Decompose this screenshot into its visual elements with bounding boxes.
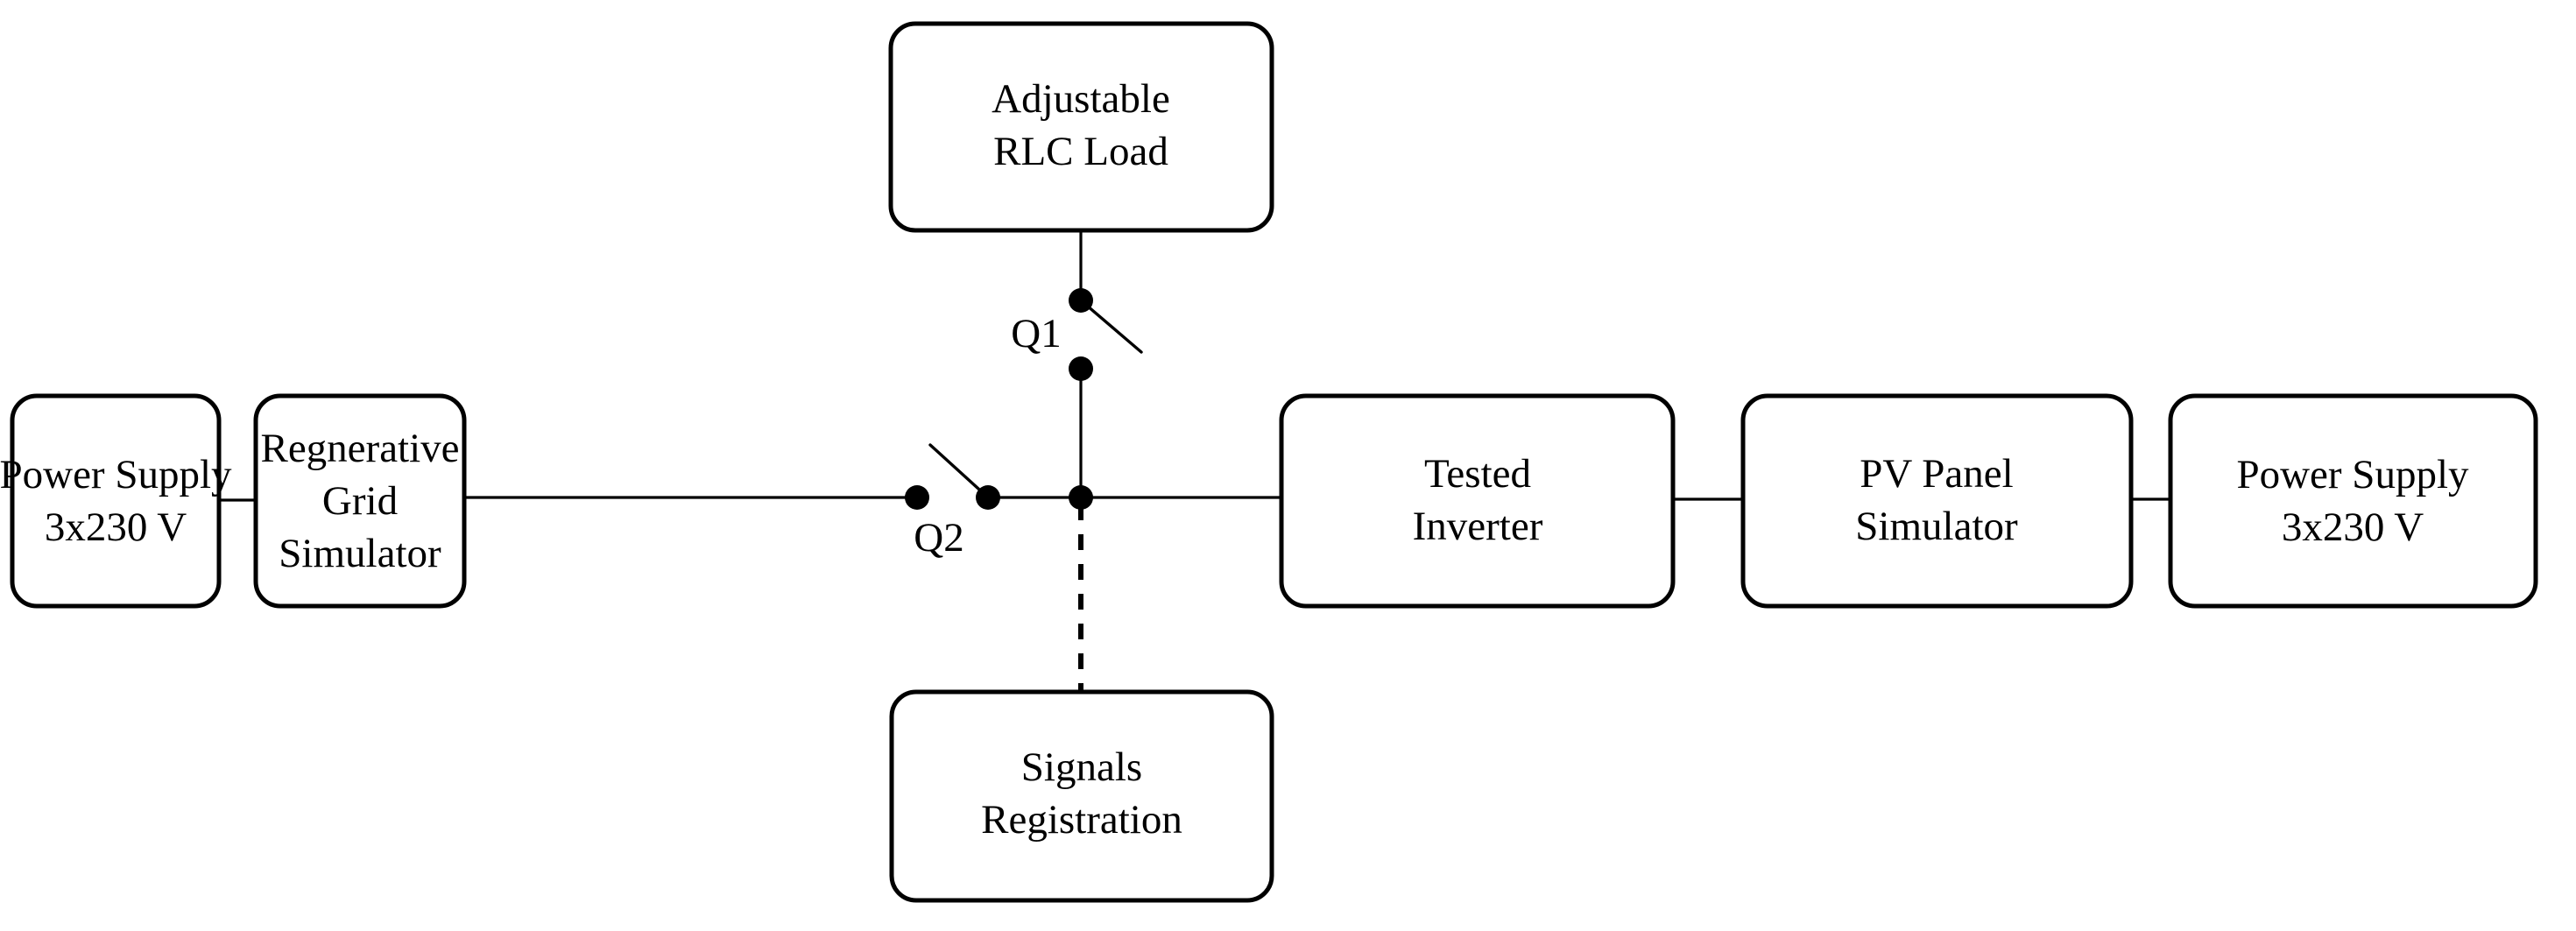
block-signals-registration-line2: Registration — [981, 797, 1182, 843]
block-tested-inverter-line1: Tested — [1424, 451, 1531, 497]
block-power-supply-right[interactable]: Power Supply 3x230 V — [2168, 393, 2538, 609]
switch-q2[interactable]: Q2 — [905, 443, 1000, 561]
block-layer: Power Supply 3x230 V Regnerative Grid Si… — [0, 21, 2538, 903]
block-adjustable-rlc-load-outline — [888, 21, 1274, 233]
block-pv-panel-simulator-outline — [1740, 393, 2134, 609]
switch-q2-terminal-left-icon — [905, 485, 929, 510]
block-pv-panel-simulator[interactable]: PV Panel Simulator — [1740, 393, 2134, 609]
switch-q1-terminal-top-icon — [1069, 288, 1093, 313]
block-power-supply-left-line2: 3x230 V — [45, 504, 187, 550]
block-regnerative-grid-simulator-line1: Regnerative — [260, 426, 459, 471]
block-regnerative-grid-simulator-line2: Grid — [322, 478, 398, 524]
switch-q2-label: Q2 — [914, 515, 963, 561]
block-signals-registration-line1: Signals — [1021, 744, 1142, 790]
block-power-supply-left-line1: Power Supply — [0, 452, 232, 497]
block-power-supply-left-outline — [10, 393, 222, 609]
switch-layer: Q1 Q2 — [905, 288, 1143, 561]
block-signals-registration-outline — [889, 689, 1274, 903]
switch-q2-terminal-right-icon — [976, 485, 1000, 510]
block-adjustable-rlc-load-line2: RLC Load — [993, 129, 1168, 174]
switch-q1-terminal-bottom-icon — [1069, 356, 1093, 381]
block-power-supply-right-outline — [2168, 393, 2538, 609]
block-power-supply-right-line2: 3x230 V — [2282, 504, 2424, 550]
block-adjustable-rlc-load[interactable]: Adjustable RLC Load — [888, 21, 1274, 233]
switch-q1-label: Q1 — [1011, 311, 1061, 356]
block-tested-inverter-outline — [1279, 393, 1676, 609]
block-regnerative-grid-simulator-outline — [253, 393, 467, 609]
block-regnerative-grid-simulator[interactable]: Regnerative Grid Simulator — [253, 393, 467, 609]
switch-q1[interactable]: Q1 — [1011, 288, 1143, 381]
block-power-supply-left[interactable]: Power Supply 3x230 V — [0, 393, 232, 609]
block-adjustable-rlc-load-line1: Adjustable — [992, 76, 1170, 122]
block-tested-inverter-line2: Inverter — [1413, 504, 1543, 549]
block-pv-panel-simulator-line1: PV Panel — [1860, 451, 2013, 497]
wire-layer — [219, 230, 2170, 692]
block-power-supply-right-line1: Power Supply — [2236, 452, 2469, 497]
bus-junction-node-icon — [1069, 485, 1093, 510]
block-pv-panel-simulator-line2: Simulator — [1855, 504, 2018, 549]
block-tested-inverter[interactable]: Tested Inverter — [1279, 393, 1676, 609]
block-regnerative-grid-simulator-line3: Simulator — [279, 531, 441, 576]
block-signals-registration[interactable]: Signals Registration — [889, 689, 1274, 903]
switch-q2-blade-icon — [928, 443, 990, 499]
switch-q1-blade-icon — [1079, 299, 1143, 354]
